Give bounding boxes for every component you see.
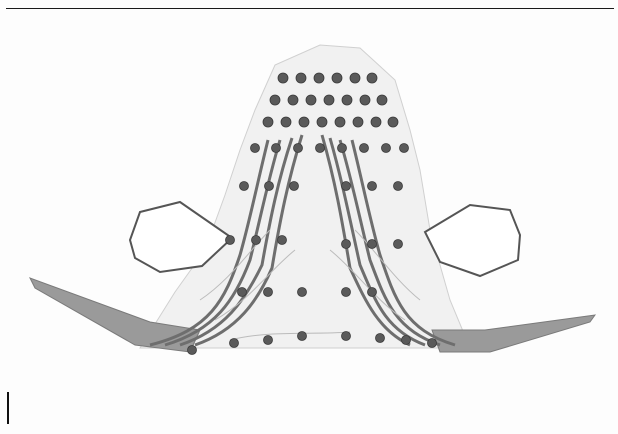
text-cursor [7, 392, 9, 424]
substrate-outline [140, 45, 470, 348]
